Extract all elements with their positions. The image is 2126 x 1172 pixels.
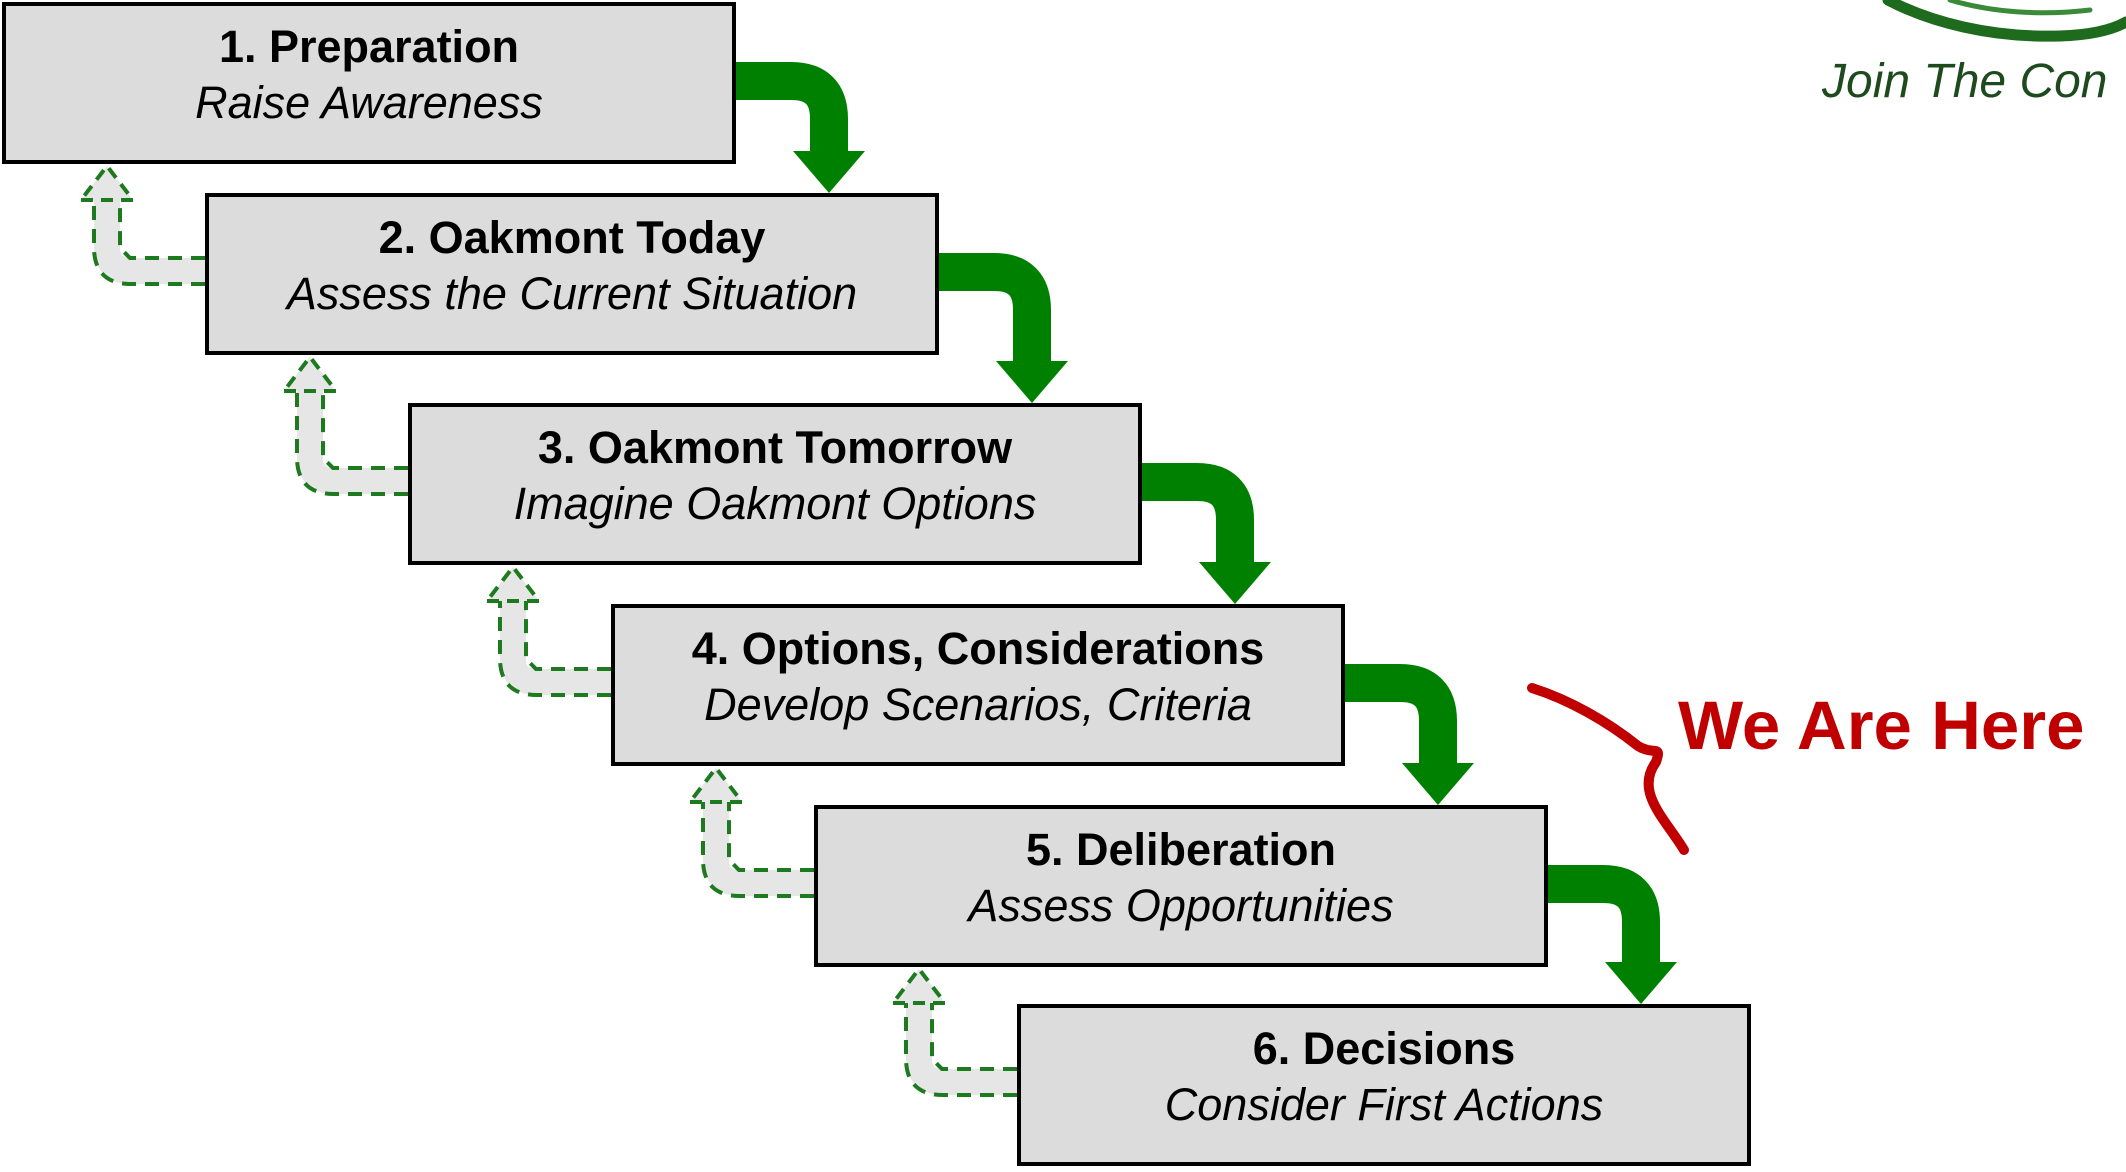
- down-right-arrow-icon: [935, 253, 1051, 365]
- down-right-arrow-icon: [732, 62, 848, 155]
- logo-tagline: Join The Con: [1822, 55, 2108, 108]
- we-are-here-label: We Are Here: [1678, 687, 2085, 764]
- step-box-6: 6. Decisions Consider First Actions: [1017, 1004, 1751, 1166]
- forward-arrowhead-icon: [1199, 562, 1271, 604]
- step-box-3: 3. Oakmont Tomorrow Imagine Oakmont Opti…: [408, 403, 1142, 565]
- return-up-arrow-icon: [297, 387, 408, 494]
- return-arrow-outline-icon: [295, 391, 408, 496]
- down-right-arrow-icon: [1138, 463, 1254, 566]
- return-arrowhead-icon: [482, 563, 544, 603]
- logo-swoosh-icon: [1882, 0, 2126, 42]
- step-subtitle: Develop Scenarios, Criteria: [704, 679, 1252, 730]
- brace-icon: [1527, 683, 1689, 855]
- return-arrowhead-icon: [279, 353, 341, 393]
- return-arrowhead-icon: [76, 162, 138, 202]
- step-title: 4. Options, Considerations: [691, 623, 1265, 674]
- step-box-2: 2. Oakmont Today Assess the Current Situ…: [205, 193, 939, 355]
- forward-arrowhead-icon: [996, 361, 1068, 403]
- step-subtitle: Raise Awareness: [195, 77, 543, 128]
- return-up-arrow-icon: [906, 999, 1017, 1095]
- step-title: 3. Oakmont Tomorrow: [537, 422, 1013, 473]
- feedback-arrows: [76, 162, 1017, 1097]
- return-arrowhead-icon: [888, 965, 950, 1005]
- return-up-arrow-icon: [94, 196, 205, 284]
- forward-arrows: [732, 62, 1677, 1004]
- return-arrow-outline-icon: [92, 200, 205, 286]
- step-subtitle: Assess Opportunities: [968, 880, 1394, 931]
- step-box-5: 5. Deliberation Assess Opportunities: [814, 805, 1548, 967]
- step-title: 6. Decisions: [1252, 1023, 1516, 1074]
- forward-arrowhead-icon: [1402, 763, 1474, 805]
- return-arrowhead-icon: [685, 764, 747, 804]
- step-subtitle: Assess the Current Situation: [286, 268, 858, 319]
- forward-arrowhead-icon: [1605, 962, 1677, 1004]
- return-up-arrow-icon: [703, 798, 814, 896]
- step-title: 5. Deliberation: [1025, 824, 1337, 875]
- step-subtitle: Imagine Oakmont Options: [513, 478, 1037, 529]
- down-right-arrow-icon: [1341, 664, 1457, 767]
- return-arrow-outline-icon: [904, 1003, 1017, 1097]
- step-box-4: 4. Options, Considerations Develop Scena…: [611, 604, 1345, 766]
- return-up-arrow-icon: [500, 597, 611, 695]
- step-subtitle: Consider First Actions: [1164, 1079, 1604, 1130]
- return-arrow-outline-icon: [701, 802, 814, 898]
- step-box-1: 1. Preparation Raise Awareness: [2, 2, 736, 164]
- forward-arrowhead-icon: [793, 151, 865, 193]
- down-right-arrow-icon: [1544, 865, 1660, 966]
- step-title: 2. Oakmont Today: [378, 212, 766, 263]
- return-arrow-outline-icon: [498, 601, 611, 697]
- step-title: 1. Preparation: [218, 21, 520, 72]
